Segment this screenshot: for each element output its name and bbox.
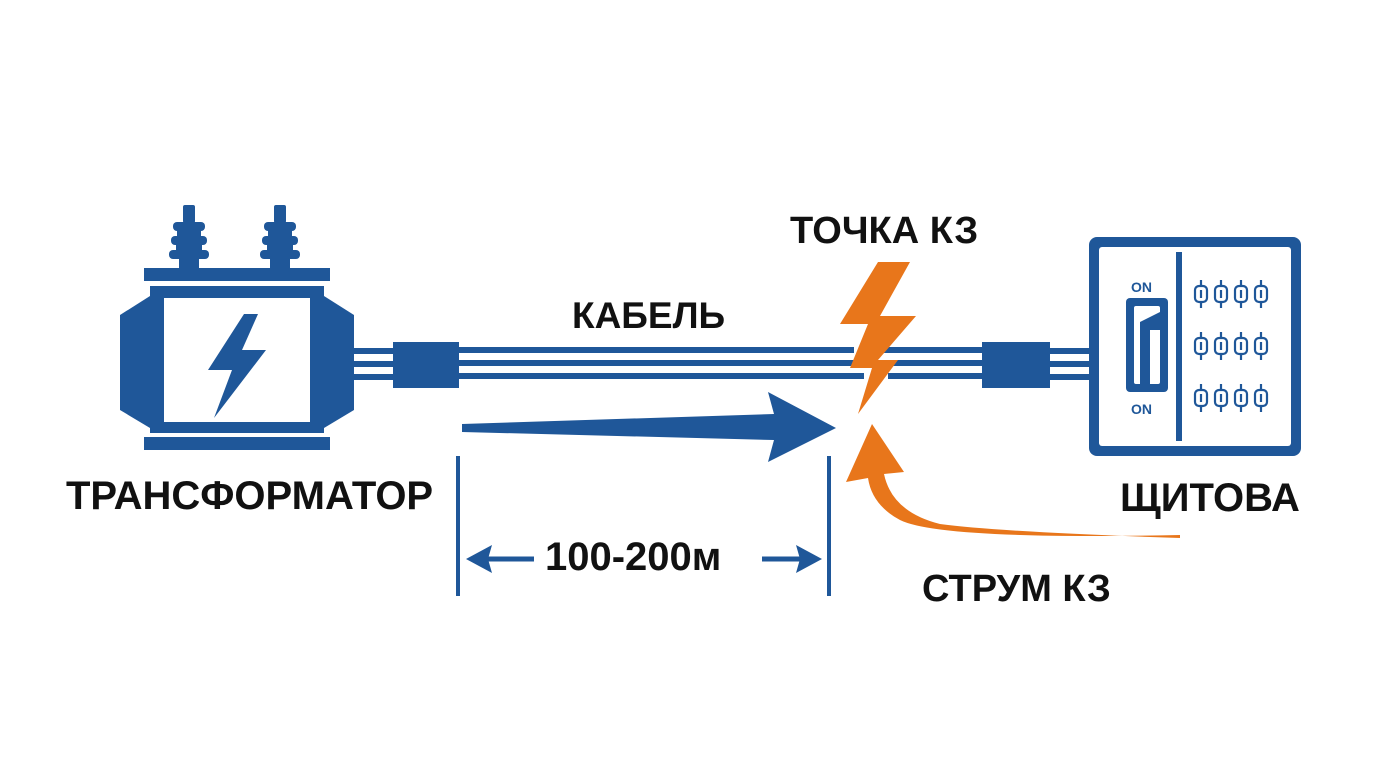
fuse-icon xyxy=(1233,280,1249,308)
panel-label: ЩИТОВА xyxy=(1120,476,1300,520)
fuse-icon xyxy=(1233,384,1249,412)
breaker-on-label-top: ON xyxy=(1131,279,1152,295)
fuse-icon xyxy=(1253,332,1269,360)
fuse-icon xyxy=(1233,332,1249,360)
fault-lightning-icon xyxy=(840,262,916,414)
bushing-right-icon xyxy=(260,205,300,269)
dimension-arrow-icon xyxy=(762,545,822,573)
distribution-panel-icon xyxy=(1089,237,1301,456)
fault-point-label: ТОЧКА КЗ xyxy=(790,210,979,252)
current-flow-arrow-icon xyxy=(462,392,836,462)
lightning-bolt-icon xyxy=(208,314,266,418)
breaker-on-label-bottom: ON xyxy=(1131,401,1152,417)
distance-label: 100-200м xyxy=(545,535,722,579)
cable-icon xyxy=(393,342,1090,388)
bushing-left-icon xyxy=(169,205,209,269)
fuse-icon xyxy=(1193,280,1209,308)
fuse-icon xyxy=(1253,384,1269,412)
cable-label: КАБЕЛЬ xyxy=(572,295,726,336)
breaker-switch-icon xyxy=(1126,298,1168,392)
dimension-arrow-icon xyxy=(466,545,534,573)
fuse-icon xyxy=(1213,332,1229,360)
dimension-lines xyxy=(456,456,831,596)
fuse-icon xyxy=(1253,280,1269,308)
fuse-grid xyxy=(1193,280,1269,412)
fuse-icon xyxy=(1213,384,1229,412)
transformer-label: ТРАНСФОРМАТОР xyxy=(66,474,434,518)
fuse-icon xyxy=(1193,384,1209,412)
fault-current-arrow-icon xyxy=(846,424,1180,538)
fault-current-label: СТРУМ КЗ xyxy=(922,568,1111,610)
fuse-icon xyxy=(1193,332,1209,360)
transformer-icon xyxy=(120,205,396,450)
fuse-icon xyxy=(1213,280,1229,308)
